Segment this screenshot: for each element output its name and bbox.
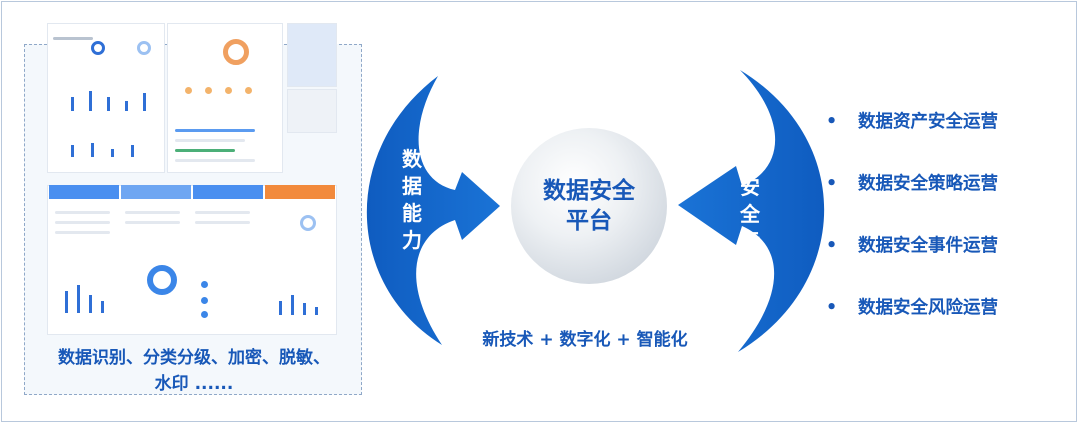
operations-label-char: 数 (740, 121, 760, 145)
operations-item-label: 数据资产安全运营 (858, 112, 998, 132)
bullet-icon: • (826, 174, 838, 194)
bullet-icon: • (826, 112, 838, 132)
operations-label-char: 营 (740, 256, 760, 280)
capabilities-caption-line-2: 水印 ...... (154, 374, 234, 394)
capabilities-caption: 数据识别、分类分级、加密、脱敏、 水印 ...... (25, 345, 363, 397)
operations-label-char: 安 (740, 175, 760, 199)
dashboard-screenshot-panel: 数据识别、分类分级、加密、脱敏、 水印 ...... (24, 23, 363, 397)
operations-list-item: • 数据安全策略运营 (826, 170, 998, 232)
data-capability-arc (366, 76, 500, 345)
bullet-icon: • (826, 236, 838, 256)
operations-label-char: 运 (740, 229, 760, 253)
operations-label-char: 据 (740, 148, 760, 172)
capabilities-caption-line-1: 数据识别、分类分级、加密、脱敏、 (58, 348, 330, 368)
platform-title-line-2: 平台 (566, 208, 612, 234)
bullet-icon: • (826, 298, 838, 318)
operations-list-item: • 数据资产安全运营 (826, 108, 998, 170)
data-capability-char: 力 (402, 228, 422, 252)
operations-item-label: 数据安全策略运营 (858, 174, 998, 194)
technology-label: 新技术 + 数字化 + 智能化 (482, 330, 688, 350)
data-capability-char: 据 (402, 174, 422, 198)
data-security-operations-label: 数 据 安 全 运 营 (736, 120, 764, 282)
globe-icon (511, 128, 667, 284)
operations-item-label: 数据安全风险运营 (858, 298, 998, 318)
data-security-operations-arc (678, 70, 825, 352)
data-capability-char: 能 (402, 201, 422, 225)
operations-item-label: 数据安全事件运营 (858, 236, 998, 256)
operations-list-item: • 数据安全风险运营 (826, 294, 998, 356)
operations-list: • 数据资产安全运营 • 数据安全策略运营 • 数据安全事件运营 • 数据安全风险运营 (826, 108, 998, 356)
operations-label-char: 全 (740, 202, 760, 226)
operations-list-item: • 数据安全事件运营 (826, 232, 998, 294)
platform-title-line-1: 数据安全 (543, 178, 635, 204)
data-capability-label: 数 据 能 力 (398, 146, 426, 254)
data-capability-char: 数 (402, 147, 422, 171)
platform-title: 数据安全 平台 (511, 176, 667, 236)
